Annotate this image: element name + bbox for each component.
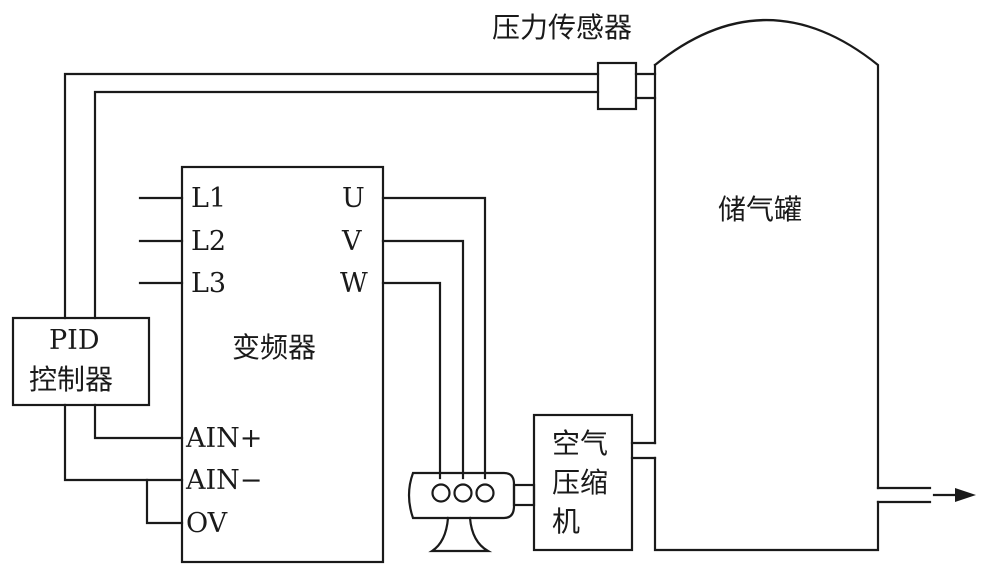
pid-to-ain-plus-wire [93, 403, 184, 440]
motor-terminal-2 [453, 483, 473, 503]
terminal-W-label: W [340, 268, 368, 299]
ain-minus-ov-link [145, 478, 184, 525]
terminal-V-label: V [342, 226, 362, 257]
terminal-L3-label: L3 [191, 268, 227, 299]
tank-outlet-pipe [876, 486, 932, 504]
output-wire-U [381, 196, 487, 480]
pressure-sensor-label: 压力传感器 [492, 11, 633, 44]
storage-tank-label: 储气罐 [718, 193, 803, 226]
pid-controller-label: 控制器 [29, 363, 114, 396]
storage-tank [653, 19, 880, 552]
sensor-signal-wire-inner [93, 90, 600, 320]
output-wire-W [381, 281, 442, 480]
terminal-ain-minus-label: AIN− [186, 465, 263, 496]
pressure-sensor [596, 61, 638, 111]
terminal-L1-label: L1 [191, 183, 227, 214]
output-wire-V [381, 239, 465, 480]
outlet-arrowhead [955, 488, 976, 502]
motor-shaft-coupling [512, 483, 536, 507]
compressor-label-line3: 机 [552, 505, 581, 538]
compressor-tank-pipe [630, 441, 657, 460]
motor-terminal-3 [475, 483, 495, 503]
compressor-label-line2: 压缩 [552, 466, 609, 499]
motor-terminal-1 [431, 483, 451, 503]
terminal-U-label: U [342, 183, 365, 214]
terminal-ov-label: OV [186, 508, 228, 539]
inverter-label: 变频器 [232, 331, 317, 364]
pid-to-ain-minus-wire [63, 403, 184, 482]
terminal-ain-plus-label: AIN+ [186, 423, 263, 454]
terminal-L2-label: L2 [191, 226, 227, 257]
pid-label: PID [49, 325, 100, 356]
motor-base [428, 516, 493, 553]
sensor-tank-connection [634, 72, 657, 100]
air-compressor-box [532, 413, 634, 552]
compressor-label-line1: 空气 [552, 427, 609, 460]
motor-body [407, 471, 516, 520]
sensor-signal-wire-outer [63, 72, 600, 320]
pid-controller-box [11, 316, 151, 407]
inverter-box [180, 165, 385, 564]
